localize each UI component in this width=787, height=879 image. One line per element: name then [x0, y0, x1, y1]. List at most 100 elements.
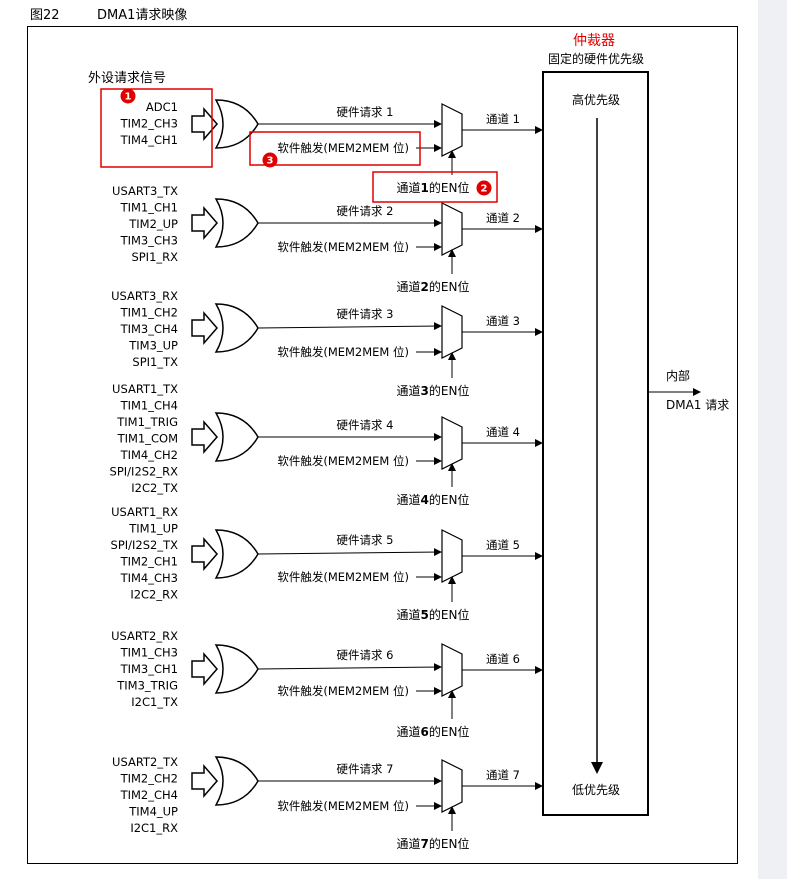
enable-label: 通道2的EN位	[397, 279, 470, 294]
figure-number: 图22	[30, 8, 60, 23]
signal-name: SPI1_TX	[132, 355, 178, 369]
signal-name: TIM1_COM	[117, 432, 178, 446]
arbiter-title: 仲裁器	[573, 33, 615, 49]
signal-name: TIM3_UP	[128, 339, 178, 353]
signal-name: TIM4_UP	[128, 805, 178, 819]
channel-5: USART1_RXTIM1_UPSPI/I2S2_TXTIM2_CH1TIM4_…	[111, 505, 543, 622]
diagram-frame	[27, 26, 738, 864]
channel-label: 通道 6	[486, 652, 520, 666]
enable-label: 通道6的EN位	[397, 724, 470, 739]
sw-trigger-label: 软件触发(MEM2MEM 位)	[277, 141, 409, 155]
channel-label: 通道 4	[486, 425, 520, 439]
signal-name: TIM4_CH1	[120, 133, 178, 147]
hw-request-line	[257, 548, 442, 557]
sw-trigger-label: 软件触发(MEM2MEM 位)	[277, 684, 409, 698]
mux-icon	[441, 416, 463, 470]
signal-name: SPI/I2S2_TX	[111, 538, 179, 552]
channel-label: 通道 7	[486, 768, 520, 782]
signal-name: SPI/I2S2_RX	[110, 465, 179, 479]
output-label-line1: 内部	[666, 368, 690, 383]
signal-name: TIM4_CH2	[120, 448, 178, 462]
signal-name: TIM3_CH1	[120, 662, 178, 676]
sw-trigger-label: 软件触发(MEM2MEM 位)	[277, 570, 409, 584]
mux-icon	[441, 202, 463, 256]
hw-request-label: 硬件请求 3	[337, 307, 394, 321]
signal-name: USART2_TX	[112, 755, 178, 769]
marker-badge-2: 2	[476, 180, 492, 196]
signal-name: TIM3_CH4	[120, 322, 178, 336]
signal-name: TIM3_CH3	[120, 234, 178, 248]
signal-name: TIM2_CH4	[120, 788, 178, 802]
highlight-box-enable	[372, 171, 498, 203]
channel-label: 通道 3	[486, 314, 520, 328]
marker-badge-3: 3	[262, 152, 278, 168]
signal-name: TIM1_UP	[128, 522, 178, 536]
highlight-box-software	[249, 131, 421, 166]
or-gate-icon	[214, 529, 259, 579]
figure-title: DMA1请求映像	[97, 8, 188, 23]
enable-label: 通道3的EN位	[397, 383, 470, 398]
signal-name: TIM2_CH1	[120, 555, 178, 569]
svg-text:3: 3	[267, 156, 274, 167]
hw-request-line	[257, 322, 442, 331]
input-arrow-icon	[191, 651, 218, 687]
hw-request-label: 硬件请求 1	[337, 105, 394, 119]
enable-label: 通道7的EN位	[397, 836, 470, 851]
mux-icon	[441, 643, 463, 697]
mux-icon	[441, 305, 463, 359]
signal-name: ADC1	[146, 100, 178, 114]
sw-trigger-label: 软件触发(MEM2MEM 位)	[277, 345, 409, 359]
or-gate-icon	[214, 644, 259, 694]
mux-icon	[441, 529, 463, 583]
signal-name: I2C2_TX	[131, 481, 178, 495]
or-gate-icon	[214, 99, 259, 149]
signal-name: USART3_TX	[112, 184, 178, 198]
channel-4: USART1_TXTIM1_CH4TIM1_TRIGTIM1_COMTIM4_C…	[110, 382, 543, 507]
arbiter-box	[542, 71, 649, 816]
signal-name: TIM1_CH2	[120, 306, 178, 320]
hw-request-label: 硬件请求 6	[337, 648, 394, 662]
or-gate-icon	[214, 412, 259, 462]
sw-trigger-label: 软件触发(MEM2MEM 位)	[277, 454, 409, 468]
low-priority-label: 低优先级	[572, 783, 620, 797]
peripheral-request-label: 外设请求信号	[88, 71, 166, 86]
hw-request-line	[257, 663, 442, 672]
mux-icon	[441, 103, 463, 157]
hw-request-label: 硬件请求 7	[337, 762, 394, 776]
svg-text:1: 1	[125, 92, 132, 103]
high-priority-label: 高优先级	[572, 92, 620, 107]
sw-trigger-label: 软件触发(MEM2MEM 位)	[277, 240, 409, 254]
svg-text:2: 2	[481, 184, 488, 195]
signal-name: I2C2_RX	[130, 588, 178, 602]
output-label-line2: DMA1 请求	[666, 398, 729, 412]
signal-name: USART3_RX	[111, 289, 178, 303]
signal-name: I2C1_RX	[130, 821, 178, 835]
channel-label: 通道 5	[486, 538, 520, 552]
or-gate-icon	[214, 303, 259, 353]
signal-name: TIM1_CH3	[120, 646, 178, 660]
signal-name: SPI1_RX	[131, 250, 178, 264]
channel-label: 通道 1	[486, 112, 520, 126]
enable-label: 通道4的EN位	[397, 492, 470, 507]
channel-2: USART3_TXTIM1_CH1TIM2_UPTIM3_CH3SPI1_RX硬…	[112, 184, 543, 294]
page-edge-stripe	[758, 0, 787, 879]
signal-name: TIM1_TRIG	[116, 415, 178, 429]
signal-name: USART2_RX	[111, 629, 178, 643]
input-arrow-icon	[191, 106, 218, 142]
arbiter-subtitle: 固定的硬件优先级	[548, 51, 644, 66]
signal-name: TIM4_CH3	[120, 571, 178, 585]
input-arrow-icon	[191, 763, 218, 799]
channel-6: USART2_RXTIM1_CH3TIM3_CH1TIM3_TRIGI2C1_T…	[111, 629, 543, 739]
signal-name: TIM2_CH3	[120, 117, 178, 131]
marker-badge-1: 1	[120, 88, 136, 104]
signal-name: TIM2_UP	[128, 217, 178, 231]
signal-name: TIM2_CH2	[120, 772, 178, 786]
signal-name: TIM3_TRIG	[116, 679, 178, 693]
signal-name: TIM1_CH1	[120, 201, 178, 215]
input-arrow-icon	[191, 419, 218, 455]
sw-trigger-label: 软件触发(MEM2MEM 位)	[277, 799, 409, 813]
